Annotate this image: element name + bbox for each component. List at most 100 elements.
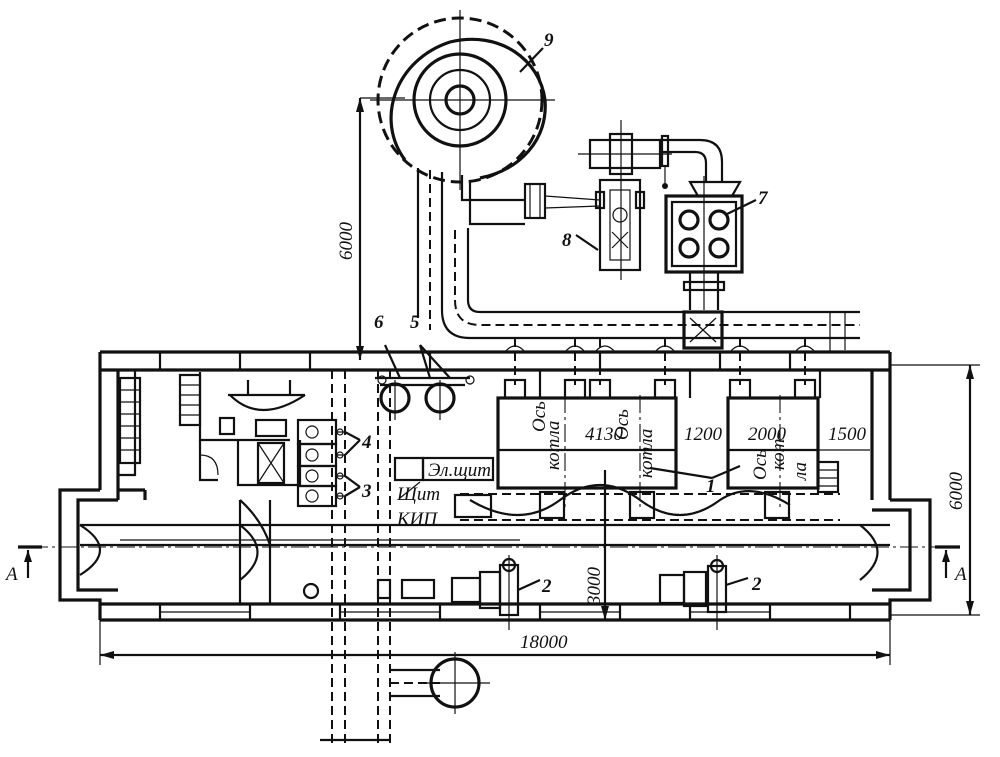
duct-damper xyxy=(523,182,547,220)
p3b-imp xyxy=(305,489,319,503)
callout-8: 8 xyxy=(562,230,572,251)
boiler-1 xyxy=(496,396,678,490)
partition-left xyxy=(118,488,147,500)
pipe-loop xyxy=(469,483,791,517)
bay-right-inner xyxy=(872,508,912,592)
pump-4a xyxy=(296,418,338,446)
burner-3 xyxy=(588,378,612,400)
callout-3: 3 xyxy=(361,481,372,502)
callout-8-leader xyxy=(575,234,599,251)
pump-2a-motor xyxy=(450,576,482,604)
eq8-flange-r xyxy=(634,190,646,210)
valve-box-left xyxy=(453,493,493,519)
stair-left xyxy=(118,376,142,465)
el-panel xyxy=(421,456,495,482)
pump-2b-motor xyxy=(658,573,686,605)
door-partition xyxy=(239,499,272,546)
kip-panel-label-b: КИП xyxy=(396,509,438,530)
callout-9: 9 xyxy=(544,30,554,51)
dim-18000-arrow-l xyxy=(100,651,114,659)
dim-arrow-top xyxy=(356,98,364,112)
p4a-dot xyxy=(336,428,344,436)
dim-6000-b-arrow-bot xyxy=(966,601,974,615)
wc-bowl xyxy=(218,416,236,436)
air-ducts xyxy=(416,168,860,385)
callout-2a: 2 xyxy=(541,576,552,597)
p4a-imp xyxy=(305,425,319,439)
burner-2 xyxy=(563,378,587,400)
wall-top-openings xyxy=(158,352,792,370)
boilers: Ось котла Ось котла Ось кот- ла 4130 120… xyxy=(453,370,870,521)
callout-5-leader xyxy=(418,344,451,379)
burner-6 xyxy=(793,378,817,400)
door-swing xyxy=(199,454,219,476)
eq7-nozzle-1 xyxy=(678,209,700,231)
eq7-flange xyxy=(682,280,726,292)
pump-3a xyxy=(296,464,338,488)
eq8-frame xyxy=(598,178,642,272)
eq8-cross xyxy=(611,231,629,249)
boiler-axis-2-label-b: котла xyxy=(636,429,657,478)
callout-7: 7 xyxy=(758,188,769,209)
boiler-axis-3-label-a: Ось xyxy=(750,449,771,480)
dim-4130: 4130 xyxy=(585,424,624,445)
dim-3000-arrow xyxy=(601,606,609,620)
duct-main-center xyxy=(454,230,860,326)
boiler-2 xyxy=(726,396,820,490)
stair-treads-right xyxy=(180,384,200,416)
boiler-axis-1-label-a: Ось xyxy=(529,401,550,432)
el-panel-label: Эл.щит xyxy=(428,460,491,481)
cabinet-x xyxy=(256,441,286,485)
callout-6-leader xyxy=(383,344,402,379)
p3a-dot xyxy=(336,472,344,480)
wc-tank xyxy=(254,418,288,438)
section-right-arrow xyxy=(942,550,950,562)
cabinet-x-cross xyxy=(257,442,285,484)
eq7-nozzle-3 xyxy=(678,237,700,259)
duct-main-lower xyxy=(440,309,860,340)
header-bends xyxy=(79,524,879,581)
pipe-stem-dot xyxy=(662,183,668,189)
callout-7-leader xyxy=(726,199,757,215)
boiler-flues xyxy=(538,370,822,398)
ladder xyxy=(816,460,840,494)
valve-box-3 xyxy=(763,490,791,520)
dim-6000-fan: 6000 xyxy=(336,97,405,360)
pump-shafts xyxy=(336,431,345,497)
callout-6: 6 xyxy=(374,312,384,333)
fan-scroll xyxy=(389,37,547,180)
p4b-dot xyxy=(336,451,344,459)
duct-main-upper xyxy=(466,228,860,314)
callout-2b: 2 xyxy=(751,574,762,595)
p3b-dot xyxy=(336,492,344,500)
boiler-axis-2-label-a: Ось xyxy=(612,409,633,440)
stair-treads-left xyxy=(120,389,140,451)
burner-5 xyxy=(728,378,752,400)
section-right-label: А xyxy=(953,564,967,585)
wall-left xyxy=(98,352,120,500)
duct-branch-bottom xyxy=(468,180,525,226)
pipe-to-tank xyxy=(390,668,440,698)
wc-partitions xyxy=(246,380,292,395)
dim-6000-fan-text: 6000 xyxy=(336,222,357,261)
room-service xyxy=(236,440,302,487)
callout-2a-leader xyxy=(517,578,541,592)
dim-1200: 1200 xyxy=(684,424,723,445)
eq8-valve xyxy=(612,207,628,223)
section-left-label: А xyxy=(4,564,18,585)
section-left-arrow xyxy=(24,550,32,562)
small-cabinet-2 xyxy=(400,578,436,600)
dim-6000-building: 6000 xyxy=(890,364,980,616)
branch-elbows xyxy=(504,345,816,353)
kip-panel-label-a: Щит xyxy=(396,484,440,505)
valve-box-1 xyxy=(538,490,566,520)
panel-box xyxy=(393,456,425,482)
washbasin xyxy=(229,394,306,412)
building-walls xyxy=(58,350,932,622)
section-marks: А А xyxy=(4,545,967,585)
interior-rooms xyxy=(118,370,320,605)
pumps-3-4: 4 3 xyxy=(296,418,372,508)
dim-6000-b-arrow-top xyxy=(966,365,974,379)
eq56-header xyxy=(375,376,470,387)
